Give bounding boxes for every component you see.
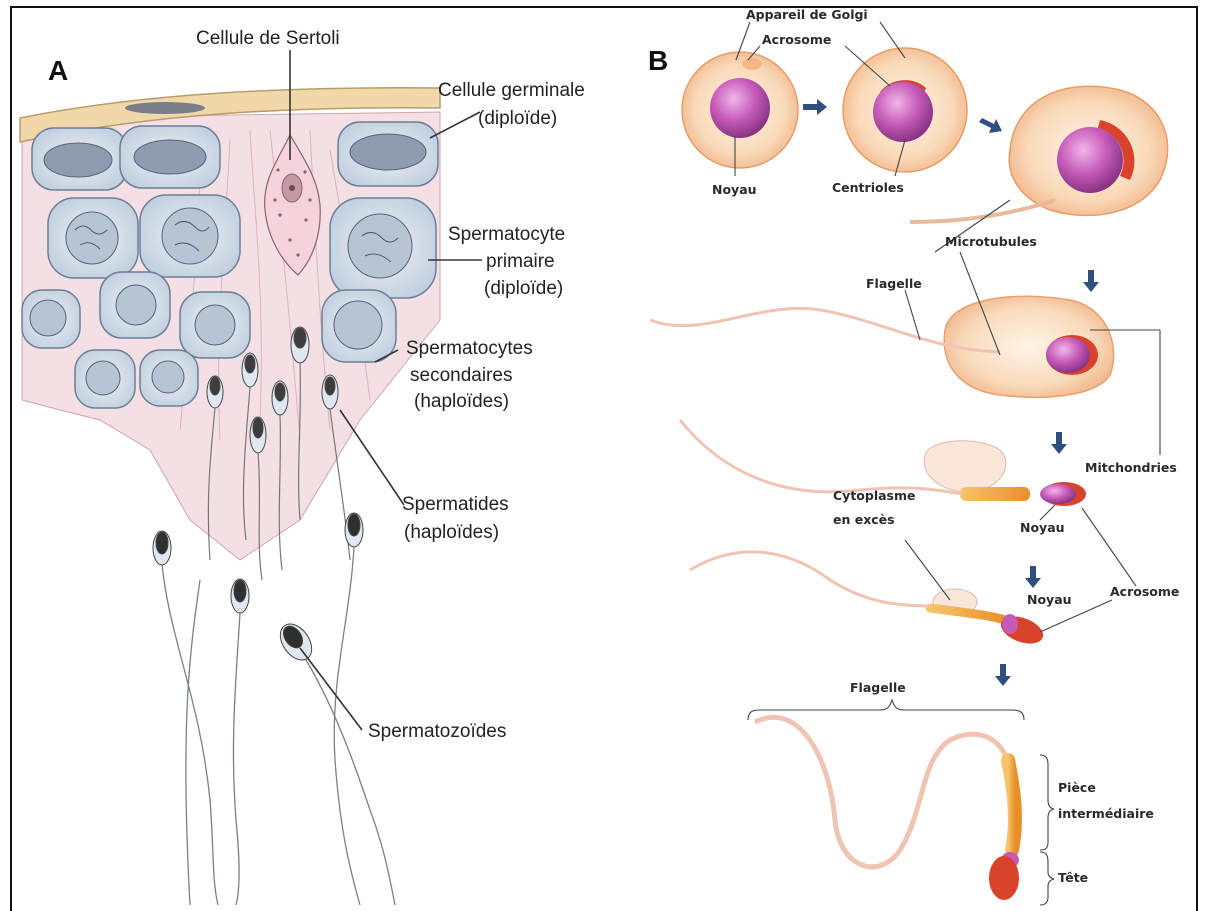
label-cytoplasme-1: Cytoplasme — [833, 488, 916, 503]
label-mitochondries: Mitchondries — [1085, 460, 1177, 475]
label-flagelle-mid: Flagelle — [866, 276, 922, 291]
label-centrioles: Centrioles — [832, 180, 904, 195]
label-secondary-1: Spermatocytes — [406, 338, 533, 359]
arrow-5 — [1025, 566, 1041, 588]
spermatid-stage-2 — [843, 48, 967, 172]
spermatid-stage-6 — [690, 552, 1047, 649]
panel-a: A — [20, 28, 585, 905]
label-cytoplasme-2: en excès — [833, 512, 895, 527]
label-golgi: Appareil de Golgi — [746, 7, 868, 22]
spermatozoa-tails — [162, 547, 395, 905]
mature-spermatozoon — [755, 717, 1019, 900]
flagelle-brace — [748, 700, 1024, 720]
label-noyau-low: Noyau — [1027, 592, 1072, 607]
arrow-6 — [995, 664, 1011, 686]
arrow-3 — [1083, 270, 1099, 292]
label-piece-1: Pièce — [1058, 780, 1096, 795]
arrow-4 — [1051, 432, 1067, 454]
label-germinal-1: Cellule germinale — [438, 80, 585, 101]
label-primary-2: primaire — [486, 251, 555, 272]
label-sertoli: Cellule de Sertoli — [196, 28, 340, 49]
label-acrosome-top: Acrosome — [762, 32, 831, 47]
label-noyau-mid: Noyau — [1020, 520, 1065, 535]
label-germinal-2: (diploïde) — [478, 108, 557, 129]
label-tete: Tête — [1058, 870, 1088, 885]
label-acrosome-low: Acrosome — [1110, 584, 1179, 599]
myoid-cell — [125, 102, 205, 114]
label-piece-2: intermédiaire — [1058, 806, 1154, 821]
panel-b-label: B — [648, 45, 668, 76]
label-spermatids-2: (haploïdes) — [404, 522, 499, 543]
label-flagelle-bottom: Flagelle — [850, 680, 906, 695]
panel-b: B — [648, 7, 1179, 905]
piece-brace — [1040, 755, 1054, 850]
label-primary-3: (diploïde) — [484, 278, 563, 299]
label-spermatids-1: Spermatides — [402, 494, 509, 515]
label-spermatozoa: Spermatozoïdes — [368, 721, 506, 742]
label-secondary-2: secondaires — [410, 365, 512, 386]
label-microtubules: Microtubules — [945, 234, 1037, 249]
label-secondary-3: (haploïdes) — [414, 391, 509, 412]
arrow-2 — [979, 118, 1002, 133]
tete-brace — [1040, 852, 1054, 905]
label-noyau-top: Noyau — [712, 182, 757, 197]
spermatid-stage-1 — [682, 52, 798, 168]
panel-a-label: A — [48, 55, 68, 86]
label-primary-1: Spermatocyte — [448, 224, 565, 245]
arrow-1 — [803, 99, 827, 115]
spermatid-stage-4 — [650, 296, 1114, 397]
